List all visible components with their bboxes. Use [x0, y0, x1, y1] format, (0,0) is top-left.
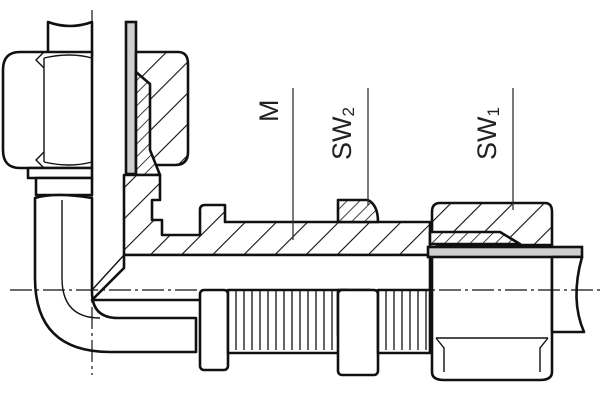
label-sw1-text: SW: [472, 116, 502, 161]
upper-cutting-ring: [134, 70, 162, 177]
upper-tube: [124, 20, 138, 176]
label-sw2: SW2: [327, 107, 359, 160]
label-sw1-sub: 1: [484, 107, 503, 117]
label-sw1: SW1: [472, 107, 504, 160]
right-tube: [426, 245, 584, 259]
right-tube-body: [550, 255, 586, 334]
label-m-text: M: [254, 99, 284, 123]
thread: [198, 288, 432, 377]
label-sw2-text: SW: [327, 116, 357, 161]
right-nut-sw1: [428, 201, 554, 382]
label-sw2-sub: 2: [339, 107, 358, 117]
locknut-sw2-section: [336, 198, 380, 224]
label-m: M: [254, 100, 285, 123]
upper-nut: [1, 20, 94, 197]
